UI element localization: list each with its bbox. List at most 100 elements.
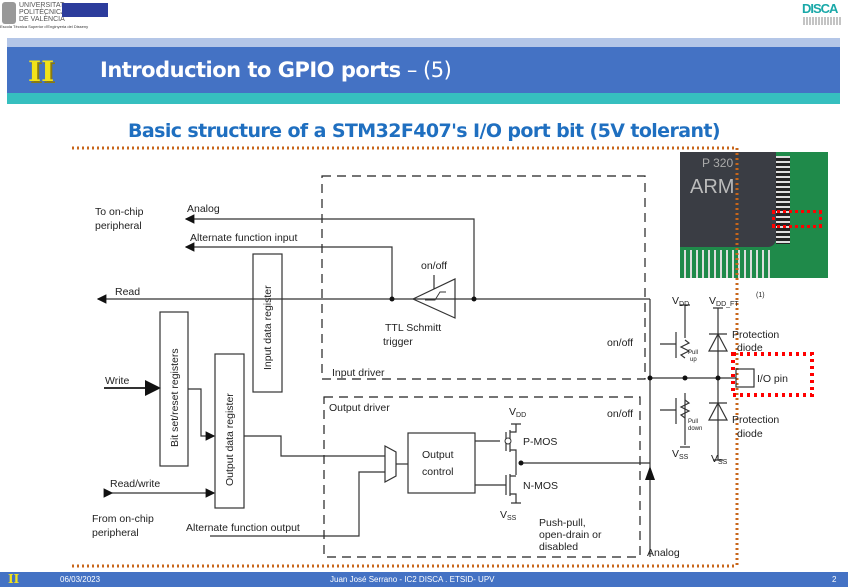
io-pin-pad bbox=[735, 368, 755, 388]
bit-set-reset-registers bbox=[159, 311, 189, 467]
schmitt-trigger-icon bbox=[411, 275, 456, 319]
chip-pins bbox=[776, 156, 790, 244]
input-data-register bbox=[252, 253, 283, 393]
supply-ticks bbox=[680, 304, 690, 448]
label-pull-down: down bbox=[688, 426, 702, 432]
roman-numeral-icon: II bbox=[28, 55, 55, 88]
school-logo bbox=[62, 3, 108, 17]
label-vdd-pull: VDD bbox=[672, 295, 689, 308]
disca-logo-caption bbox=[803, 17, 841, 25]
label-odr: Output data register bbox=[224, 393, 236, 486]
label-alt-fn-output: Alternate function output bbox=[186, 522, 300, 534]
io-pin-highlight bbox=[731, 352, 814, 397]
footer: II 06/03/2023 Juan José Serrano - IC2 DI… bbox=[0, 572, 848, 587]
logo-line: UNIVERSITAT bbox=[19, 2, 65, 9]
school-caption: Escola Tècnica Superior d'Enginyeria del… bbox=[0, 24, 89, 29]
label-to-onchip: To on-chip bbox=[95, 206, 144, 218]
pull-resistors bbox=[660, 305, 686, 445]
label-on-off: on/off bbox=[421, 260, 447, 272]
junction-dots bbox=[389, 296, 721, 466]
label-from-onchip: peripheral bbox=[92, 527, 139, 539]
subtitle: Basic structure of a STM32F407's I/O por… bbox=[128, 120, 721, 142]
chip-photo: P 320 ARM bbox=[680, 152, 828, 278]
label-vdd: VDD bbox=[509, 406, 526, 419]
label-output-control: Output bbox=[422, 449, 454, 461]
footer-author: Juan José Serrano - IC2 DISCA . ETSID- U… bbox=[330, 575, 495, 584]
supply-ticks bbox=[511, 423, 521, 504]
label-from-onchip: From on-chip bbox=[92, 513, 154, 525]
label-write: Write bbox=[105, 375, 129, 387]
bsrr-to-odr-wire bbox=[188, 388, 216, 441]
label-mode: disabled bbox=[539, 541, 578, 553]
label-protection-diode: diode bbox=[737, 428, 763, 440]
hysteresis-icon bbox=[425, 291, 446, 301]
label-pull-up: up bbox=[690, 357, 697, 363]
alt-fn-output-wire bbox=[210, 471, 385, 537]
label-schmitt: trigger bbox=[383, 336, 413, 348]
page-title: Introduction to GPIO ports – (5) bbox=[100, 58, 452, 82]
label-footnote: (1) bbox=[756, 292, 765, 299]
title-main: Introduction to GPIO ports bbox=[100, 58, 401, 82]
output-data-register bbox=[214, 353, 245, 509]
label-output-control: control bbox=[422, 466, 454, 478]
label-mode: open-drain or bbox=[539, 529, 602, 541]
page-number: 2 bbox=[832, 575, 837, 584]
label-vss: VSS bbox=[500, 509, 517, 522]
label-io-pin: I/O pin bbox=[757, 373, 788, 385]
university-logo bbox=[2, 2, 16, 24]
pin-highlight bbox=[772, 210, 822, 228]
roman-numeral-small-icon: II bbox=[8, 572, 20, 586]
label-vss-diode: VSS bbox=[711, 453, 728, 466]
label-input-driver: Input driver bbox=[332, 367, 385, 379]
output-control-block bbox=[407, 432, 476, 494]
disca-logo: DISCA bbox=[802, 1, 838, 16]
label-idr: Input data register bbox=[262, 285, 274, 370]
odr-to-mux-wire bbox=[244, 435, 385, 457]
chip-body bbox=[680, 152, 776, 247]
title-number: – (5) bbox=[400, 58, 452, 82]
analog-arrow-icon bbox=[645, 466, 655, 480]
label-to-onchip: peripheral bbox=[95, 220, 142, 232]
label-protection-diode: Protection bbox=[732, 414, 779, 426]
title-bar-bottom bbox=[7, 93, 840, 104]
label-output-driver: Output driver bbox=[329, 402, 390, 414]
title-bar-top bbox=[7, 38, 840, 47]
label-schmitt: TTL Schmitt bbox=[385, 322, 441, 334]
university-name: UNIVERSITAT POLITÈCNICA DE VALÈNCIA bbox=[19, 2, 66, 23]
mosfets bbox=[505, 424, 517, 503]
label-protection-diode: Protection bbox=[732, 329, 779, 341]
logo-line: POLITÈCNICA bbox=[19, 9, 66, 16]
diode-wire bbox=[713, 307, 723, 461]
label-vss-pull: VSS bbox=[672, 448, 689, 461]
label-pull-up: Pull bbox=[688, 350, 698, 356]
alt-fn-input-wire bbox=[184, 242, 393, 299]
label-bsrr: Bit set/reset registers bbox=[169, 348, 181, 447]
label-mode: Push-pull, bbox=[539, 517, 586, 529]
logo-line: DE VALÈNCIA bbox=[19, 16, 65, 23]
title-bar bbox=[7, 47, 840, 93]
resistor-zigzag bbox=[679, 339, 691, 419]
label-vdd-ft: VDD_FT bbox=[709, 295, 739, 308]
label-analog-in: Analog bbox=[187, 203, 220, 215]
label-protection-diode: diode bbox=[737, 342, 763, 354]
chip-lettering: ARM bbox=[690, 176, 735, 198]
label-read: Read bbox=[115, 286, 140, 298]
output-driver-box bbox=[323, 396, 641, 558]
label-pull-down: Pull bbox=[688, 419, 698, 425]
label-nmos: N-MOS bbox=[523, 480, 558, 492]
chip-code: P 320 bbox=[702, 156, 734, 170]
label-pmos: P-MOS bbox=[523, 436, 557, 448]
label-read-write: Read/write bbox=[110, 478, 160, 490]
label-analog-out: Analog bbox=[647, 547, 680, 559]
chip-pins bbox=[684, 250, 772, 278]
analog-wire bbox=[184, 214, 475, 299]
multiplexer bbox=[384, 444, 397, 484]
label-on-off-pulldown: on/off bbox=[607, 408, 633, 420]
label-on-off-pullup: on/off bbox=[607, 337, 633, 349]
footer-date: 06/03/2023 bbox=[60, 575, 101, 584]
orange-dotted-border bbox=[72, 146, 739, 568]
protection-diode-icon bbox=[708, 332, 728, 421]
input-driver-box bbox=[321, 175, 646, 380]
